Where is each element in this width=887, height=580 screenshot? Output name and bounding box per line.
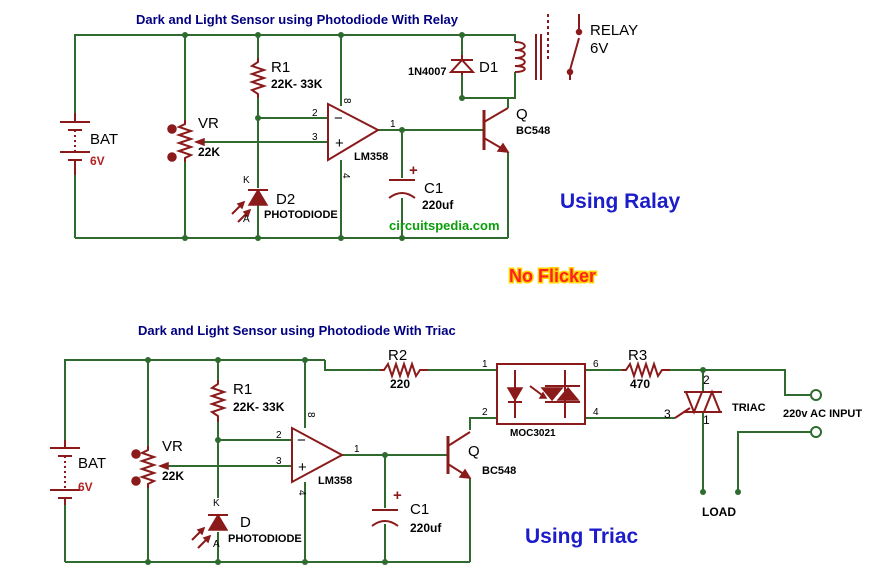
opto-pin-2: 2	[482, 407, 488, 418]
transistor-q-label: Q	[468, 443, 480, 460]
photodiode-type: PHOTODIODE	[228, 533, 302, 545]
opamp-pin-8: 8	[341, 98, 352, 104]
opamp-pin-3: 3	[276, 456, 282, 467]
ac-input-label: 220v AC INPUT	[783, 408, 862, 420]
relay-circuit: Dark and Light Sensor using Photodiode W…	[60, 12, 681, 241]
optocoupler-part: MOC3021	[510, 428, 556, 439]
opamp-pin-2: 2	[312, 108, 318, 119]
junction-dots	[182, 32, 465, 241]
opto-pin-1: 1	[482, 359, 488, 370]
resistor-r3-label: R3	[628, 347, 647, 364]
photodiode-label: D	[240, 514, 251, 531]
triac-circuit-title: Dark and Light Sensor using Photodiode W…	[138, 323, 456, 338]
opto-pin-4: 4	[593, 407, 599, 418]
ac-input-terminals	[810, 389, 822, 438]
photodiode	[191, 513, 229, 549]
triac	[674, 389, 722, 419]
capacitor-c1-value: 220uf	[410, 521, 442, 535]
triac-pin-3: 3	[664, 407, 671, 421]
opamp-pin-2: 2	[276, 430, 282, 441]
opamp	[327, 102, 381, 162]
resistor-r1-value: 22K- 33K	[271, 77, 323, 91]
opamp-inverting-sign: −	[334, 110, 343, 127]
relay	[514, 14, 583, 80]
opamp	[291, 426, 345, 484]
resistor-r1	[248, 58, 268, 98]
triac-pin-2: 2	[703, 373, 710, 387]
opamp-part: LM358	[318, 475, 352, 487]
photodiode-anode-label: A	[243, 214, 250, 225]
capacitor-c1-label: C1	[410, 501, 429, 518]
opamp-pin-8: 8	[305, 412, 316, 418]
junction-dots	[145, 357, 741, 565]
relay-circuit-wires	[74, 34, 516, 239]
opamp-pin-1: 1	[390, 119, 396, 130]
resistor-r3-value: 470	[630, 377, 650, 391]
resistor-r2	[380, 360, 428, 380]
transistor-q	[482, 107, 510, 153]
resistor-r1-label: R1	[233, 381, 252, 398]
transistor-q	[446, 431, 472, 479]
triac-pin-1: 1	[703, 413, 710, 427]
resistor-r2-value: 220	[390, 377, 410, 391]
photodiode-cathode-label: K	[213, 498, 220, 509]
diode-d1	[448, 55, 476, 75]
capacitor-c1	[371, 509, 399, 527]
relay-caption: Using Ralay	[560, 190, 681, 213]
opamp-pin-4: 4	[296, 490, 307, 496]
diode-d1-part: 1N4007	[408, 66, 447, 78]
capacitor-polarity: +	[409, 162, 418, 179]
capacitor-polarity: +	[393, 487, 402, 504]
potentiometer	[167, 120, 205, 162]
opamp-pin-4: 4	[340, 173, 351, 179]
load-label: LOAD	[702, 505, 736, 519]
battery-voltage: 6V	[90, 154, 105, 168]
battery-label: BAT	[78, 455, 106, 472]
capacitor-c1-value: 220uf	[422, 198, 454, 212]
opamp-noninverting-sign: +	[298, 459, 307, 476]
opamp-noninverting-sign: +	[335, 135, 344, 152]
relay-label: RELAY	[590, 22, 638, 39]
resistor-r1-label: R1	[271, 59, 290, 76]
transistor-q-label: Q	[516, 106, 528, 123]
opamp-pin-1: 1	[354, 444, 360, 455]
optocoupler	[496, 363, 586, 425]
resistor-r3	[622, 360, 670, 380]
diode-d1-label: D1	[479, 59, 498, 76]
triac-caption: Using Triac	[525, 525, 639, 548]
triac-circuit-wires	[64, 359, 810, 563]
photodiode-anode-label: A	[213, 539, 220, 550]
resistor-r2-label: R2	[388, 347, 407, 364]
potentiometer-label: VR	[198, 115, 219, 132]
photodiode-label: D2	[276, 191, 295, 208]
potentiometer	[131, 446, 169, 488]
potentiometer-label: VR	[162, 438, 183, 455]
resistor-r1	[208, 380, 228, 422]
potentiometer-value: 22K	[162, 469, 184, 483]
opamp-part: LM358	[354, 151, 388, 163]
battery	[50, 440, 80, 505]
potentiometer-value: 22K	[198, 145, 220, 159]
opamp-pin-3: 3	[312, 132, 318, 143]
no-flicker-banner: No Flicker	[509, 266, 596, 286]
opto-pin-6: 6	[593, 359, 599, 370]
relay-voltage: 6V	[590, 40, 608, 57]
relay-circuit-title: Dark and Light Sensor using Photodiode W…	[136, 12, 459, 27]
photodiode-cathode-label: K	[243, 175, 250, 186]
photodiode-type: PHOTODIODE	[264, 209, 338, 221]
website-credit: circuitspedia.com	[389, 218, 500, 233]
resistor-r1-value: 22K- 33K	[233, 400, 285, 414]
photodiode	[231, 188, 269, 223]
battery-voltage: 6V	[78, 480, 93, 494]
battery-label: BAT	[90, 131, 118, 148]
triac-label: TRIAC	[732, 402, 766, 414]
transistor-q-part: BC548	[516, 125, 550, 137]
capacitor-c1-label: C1	[424, 180, 443, 197]
battery	[60, 113, 90, 175]
opamp-inverting-sign: −	[297, 432, 306, 449]
triac-circuit: Dark and Light Sensor using Photodiode W…	[50, 323, 862, 565]
capacitor-c1	[388, 179, 416, 199]
transistor-q-part: BC548	[482, 465, 516, 477]
